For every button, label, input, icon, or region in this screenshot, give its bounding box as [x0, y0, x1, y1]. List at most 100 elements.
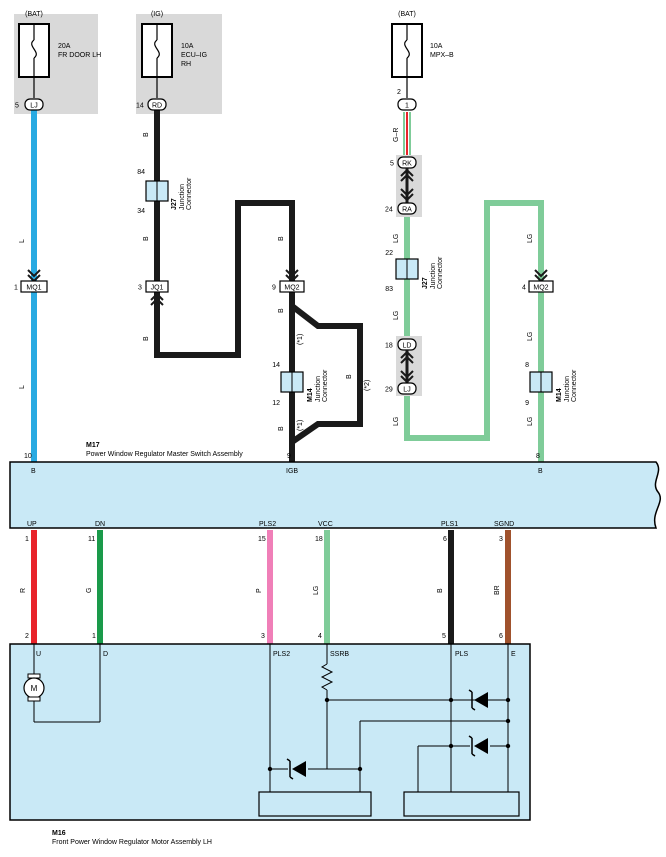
- note-1-lower: (*1): [297, 420, 304, 431]
- m16-pin-5: 5: [442, 633, 446, 640]
- m17-pin-8: 8: [536, 453, 540, 460]
- m17-label-vcc: VCC: [318, 521, 333, 528]
- label-w3-d: B: [346, 374, 353, 379]
- m17-pin-15: 15: [258, 536, 266, 543]
- fuse2-name2: RH: [181, 61, 191, 68]
- m17-pin-3: 3: [499, 536, 503, 543]
- m17-label-pls1: PLS1: [441, 521, 458, 528]
- j27a-pin-top: 84: [137, 169, 145, 176]
- svg-text:LJ: LJ: [30, 103, 37, 110]
- connector-ld: LD: [397, 338, 417, 351]
- junction-m14-right: [529, 371, 553, 393]
- m17-code: M17: [86, 442, 100, 449]
- fuse2-symbol: [141, 23, 173, 78]
- label-w1-b: L: [19, 385, 26, 389]
- label-w5-c: LG: [527, 417, 534, 426]
- j27a-desc2: Connector: [186, 177, 193, 210]
- m16-pin-3: 3: [261, 633, 265, 640]
- label-w4-c: LG: [393, 417, 400, 426]
- m14a-pin-bottom: 12: [272, 400, 280, 407]
- master-switch-box: [9, 461, 661, 529]
- label-lower-br: BR: [494, 585, 501, 595]
- connector-jq1: JQ1: [145, 280, 169, 293]
- label-w2-c: B: [143, 336, 150, 341]
- fuse3-source: (BAT): [398, 11, 416, 18]
- m17-pin-10: 10: [24, 453, 32, 460]
- junction-m14-left: [280, 371, 304, 393]
- label-w3-b: B: [278, 308, 285, 313]
- svg-text:LD: LD: [403, 343, 412, 350]
- zener-diode-3: [286, 758, 306, 780]
- svg-text:MQ1: MQ1: [26, 285, 41, 292]
- m14a-desc1: Junction: [315, 376, 322, 402]
- m16-label-ssrb: SSRB: [330, 651, 349, 658]
- m14b-desc1: Junction: [564, 376, 571, 402]
- connector-1: 1: [397, 98, 417, 111]
- m16-pin-1: 1: [92, 633, 96, 640]
- label-w5-a: LG: [527, 234, 534, 243]
- label-w2-b: B: [143, 236, 150, 241]
- m17-top-b-left: B: [31, 468, 36, 475]
- pin-ld: 18: [385, 343, 393, 350]
- label-w5-b: LG: [527, 332, 534, 341]
- label-lower-b: B: [437, 588, 444, 593]
- label-w2-a: B: [143, 132, 150, 137]
- m16-label-pls: PLS: [455, 651, 469, 658]
- m17-label-up: UP: [27, 521, 37, 528]
- label-lower-lg: LG: [313, 586, 320, 595]
- m14b-pin-bottom: 9: [525, 400, 529, 407]
- label-w4-gr: G–R: [393, 128, 400, 142]
- m16-code: M16: [52, 830, 66, 837]
- connector-lj-top: LJ: [24, 98, 44, 111]
- m16-pin-6: 6: [499, 633, 503, 640]
- pin-lj: 29: [385, 387, 393, 394]
- m17-name: Power Window Regulator Master Switch Ass…: [86, 451, 243, 458]
- m16-label-pls2: PLS2: [273, 651, 290, 658]
- j27a-desc1: Junction: [179, 184, 186, 210]
- pin-jq1: 3: [138, 285, 142, 292]
- m16-name: Front Power Window Regulator Motor Assem…: [52, 839, 212, 846]
- connector-mq2-left: MQ2: [279, 280, 305, 293]
- fuse3-name: MPX–B: [430, 52, 454, 59]
- svg-text:M: M: [31, 684, 38, 693]
- svg-text:JQ1: JQ1: [151, 285, 164, 292]
- connector-mq1: MQ1: [20, 280, 48, 293]
- m16-pin-4: 4: [318, 633, 322, 640]
- wire-lg-b: [404, 200, 544, 462]
- label-w4-a: LG: [393, 234, 400, 243]
- m16-label-u: U: [36, 651, 41, 658]
- connector-lj: LJ: [397, 382, 417, 395]
- motor-symbol: M: [23, 673, 45, 702]
- svg-text:RA: RA: [402, 207, 412, 214]
- wire-b-bypass: [290, 303, 363, 445]
- svg-text:RK: RK: [402, 161, 412, 168]
- m17-pin-18: 18: [315, 536, 323, 543]
- label-lower-p: P: [256, 588, 263, 593]
- svg-text:MQ2: MQ2: [284, 285, 299, 292]
- label-lower-g: G: [86, 588, 93, 593]
- internal-circuit: [33, 644, 509, 792]
- svg-text:LJ: LJ: [403, 387, 410, 394]
- fuse1-name: FR DOOR LH: [58, 52, 101, 59]
- fuse1-rating: 20A: [58, 43, 71, 50]
- connector-ra: RA: [397, 202, 417, 215]
- connector-mq2-right: MQ2: [528, 280, 554, 293]
- m14a-id: M14: [307, 388, 314, 402]
- j27b-pin-top: 22: [385, 250, 393, 257]
- m17-pin-1: 1: [25, 536, 29, 543]
- svg-text:MQ2: MQ2: [533, 285, 548, 292]
- fuse3-symbol: [391, 23, 423, 78]
- m17-label-pls2: PLS2: [259, 521, 276, 528]
- pin-rk: 5: [390, 161, 394, 168]
- m17-top-b-right: B: [538, 468, 543, 475]
- zener-diode-2: [468, 735, 488, 757]
- junction-j27-right: [395, 258, 419, 280]
- ic-block-right: [403, 791, 520, 817]
- svg-text:RD: RD: [152, 103, 162, 110]
- label-w3-c: B: [278, 426, 285, 431]
- zener-diode-1: [468, 689, 488, 711]
- m17-label-dn: DN: [95, 521, 105, 528]
- junction-j27-left: [145, 180, 169, 202]
